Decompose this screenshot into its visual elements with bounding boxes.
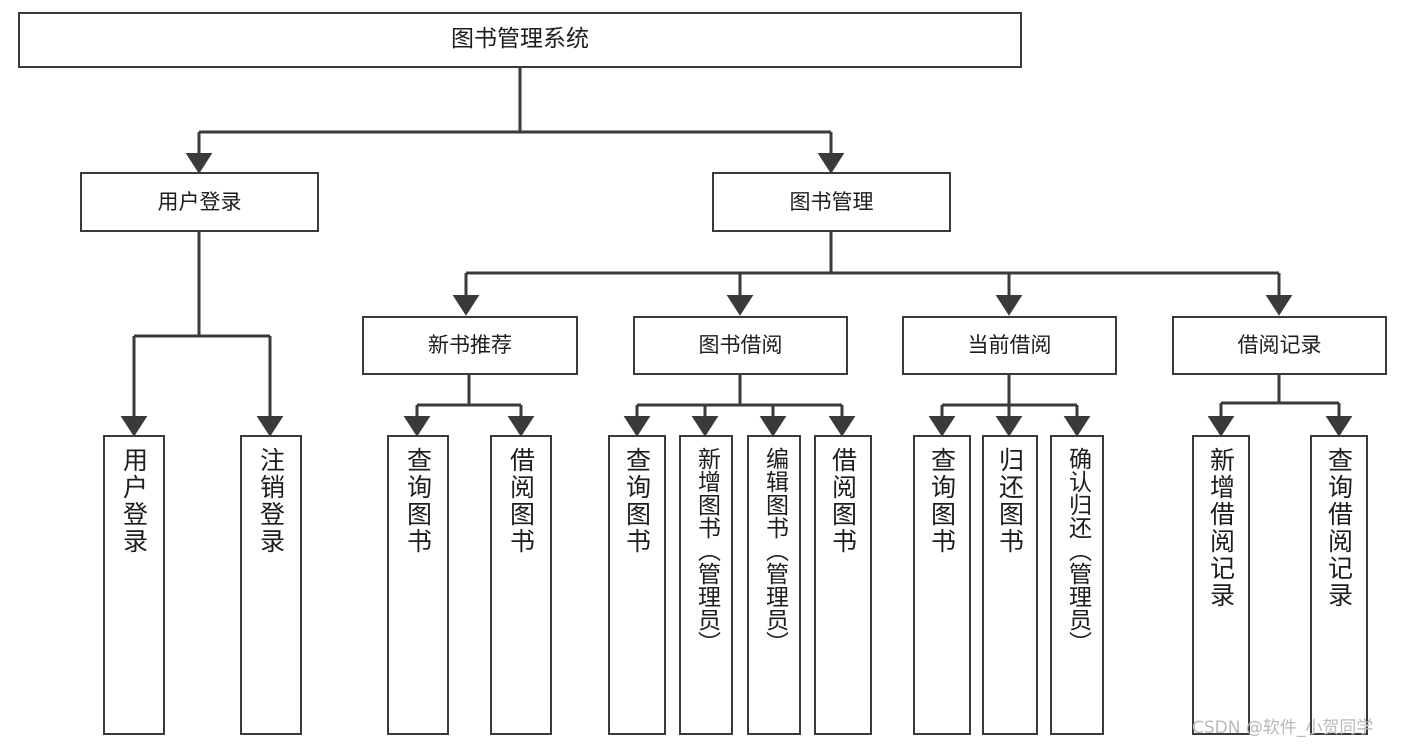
node-label: 图书管理系统 [451, 26, 589, 53]
watermark: CSDN @软件_小贺同学 [1192, 718, 1374, 738]
node-label: 当前借阅 [967, 333, 1052, 358]
node-label: 用户登录 [119, 447, 149, 555]
node-book-borrow[interactable]: 图书借阅 [633, 316, 848, 375]
node-label: 新增借阅记录 [1206, 447, 1236, 609]
node-label: 图书借阅 [698, 333, 783, 358]
node-label: 查询借阅记录 [1324, 447, 1354, 609]
node-label: 归还图书 [995, 447, 1025, 555]
node-label: 借阅图书 [828, 447, 858, 555]
node-label: 查询图书 [622, 447, 652, 555]
node-label: 查询图书 [927, 447, 957, 555]
leaf-current-confirm-return-admin[interactable]: 确认归还（管理员） [1050, 435, 1104, 735]
node-current-borrow[interactable]: 当前借阅 [902, 316, 1117, 375]
leaf-borrow-query-book[interactable]: 查询图书 [608, 435, 666, 735]
leaf-recommend-query-book[interactable]: 查询图书 [387, 435, 449, 735]
node-label: 图书管理 [789, 189, 874, 214]
node-root-system[interactable]: 图书管理系统 [18, 12, 1022, 68]
leaf-record-query-record[interactable]: 查询借阅记录 [1310, 435, 1368, 735]
node-label: 借阅图书 [506, 447, 536, 555]
node-label: 注销登录 [256, 447, 286, 555]
leaf-recommend-borrow-book[interactable]: 借阅图书 [490, 435, 552, 735]
leaf-current-return-book[interactable]: 归还图书 [982, 435, 1038, 735]
node-new-book-recommend[interactable]: 新书推荐 [362, 316, 578, 375]
node-label: 编辑图书（管理员） [761, 447, 788, 654]
node-borrow-record[interactable]: 借阅记录 [1172, 316, 1387, 375]
node-label: 用户登录 [157, 189, 242, 214]
node-book-management[interactable]: 图书管理 [712, 172, 951, 232]
leaf-user-login[interactable]: 用户登录 [103, 435, 165, 735]
leaf-record-add-record[interactable]: 新增借阅记录 [1192, 435, 1250, 735]
leaf-borrow-borrow-book[interactable]: 借阅图书 [814, 435, 872, 735]
node-user-login[interactable]: 用户登录 [80, 172, 319, 232]
leaf-borrow-add-book-admin[interactable]: 新增图书（管理员） [679, 435, 733, 735]
node-label: 借阅记录 [1237, 333, 1322, 358]
leaf-current-query-book[interactable]: 查询图书 [913, 435, 971, 735]
node-label: 确认归还（管理员） [1064, 447, 1091, 654]
node-label: 新书推荐 [428, 333, 512, 358]
leaf-borrow-edit-book-admin[interactable]: 编辑图书（管理员） [747, 435, 801, 735]
leaf-logout[interactable]: 注销登录 [240, 435, 302, 735]
node-label: 新增图书（管理员） [693, 447, 720, 654]
node-label: 查询图书 [403, 447, 433, 555]
